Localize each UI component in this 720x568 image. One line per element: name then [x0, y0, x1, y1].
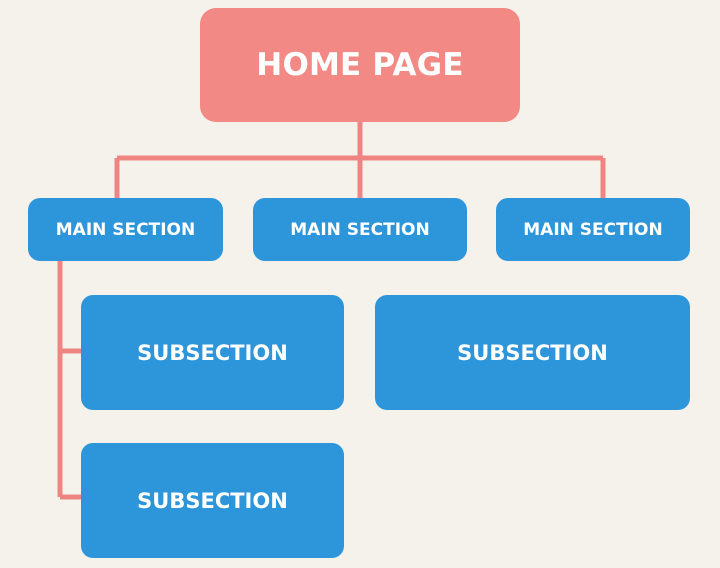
subsection-node-2: SUBSECTION [375, 295, 690, 410]
home-page-node: HOME PAGE [200, 8, 520, 122]
main-section-node-3: MAIN SECTION [496, 198, 690, 261]
main-section-node-1: MAIN SECTION [28, 198, 223, 261]
main-section-node-2: MAIN SECTION [253, 198, 467, 261]
subsection-node-3: SUBSECTION [81, 443, 344, 558]
subsection-node-1: SUBSECTION [81, 295, 344, 410]
